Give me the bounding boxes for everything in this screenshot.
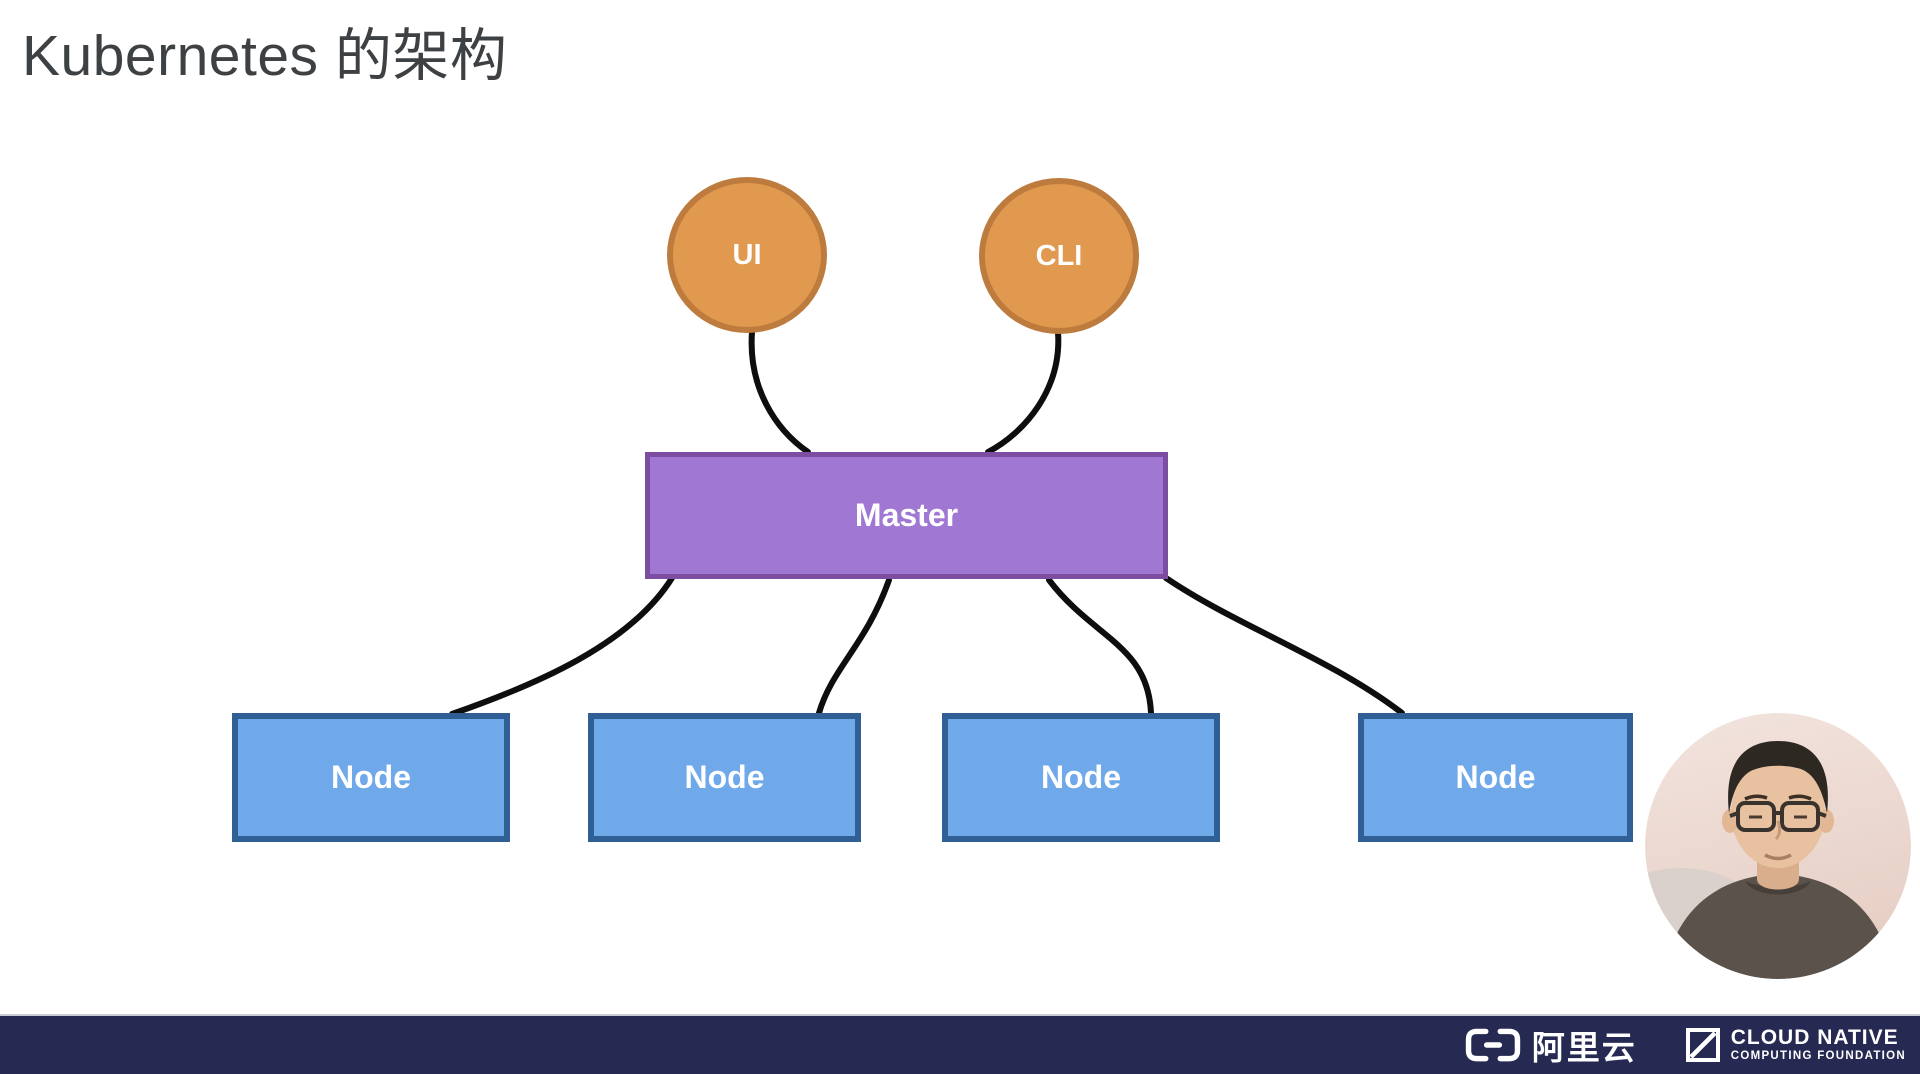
master-label: Master [854, 497, 959, 533]
ui-label: UI [732, 238, 762, 271]
diagram-node-master: Master [645, 452, 1168, 579]
edge-master-node4 [1163, 575, 1405, 716]
presenter-portrait-icon [1645, 713, 1911, 979]
diagram-node-worker-4: Node [1358, 713, 1633, 842]
diagram-node-worker-2: Node [588, 713, 861, 842]
node-label: Node [1455, 759, 1536, 795]
edge-master-node3 [1046, 577, 1154, 716]
edge-master-node2 [816, 577, 892, 716]
cncf-wordmark: CLOUD NATIVE COMPUTING FOUNDATION [1731, 1027, 1906, 1063]
cncf-name: CLOUD NATIVE [1730, 1026, 1899, 1050]
alibaba-cloud-label: 阿里云 [1531, 1029, 1637, 1066]
footer-bar: 阿里云 CLOUD NATIVE COMPUTING FOUNDATION [0, 1014, 1920, 1074]
edge-cli-master [985, 329, 1062, 455]
page-title: Kubernetes 的架构 [22, 24, 508, 88]
alibaba-cloud-logo: 阿里云 [1464, 1021, 1637, 1069]
cncf-logo: CLOUD NATIVE COMPUTING FOUNDATION [1685, 1027, 1906, 1063]
diagram-node-ui: UI [667, 177, 827, 333]
node-label: Node [1041, 759, 1121, 795]
node-label: Node [331, 759, 411, 795]
diagram-node-cli: CLI [979, 178, 1139, 334]
alibaba-cloud-icon [1465, 1028, 1520, 1062]
cli-label: CLI [1035, 239, 1083, 272]
cncf-subname: COMPUTING FOUNDATION [1730, 1050, 1906, 1063]
edge-ui-master [748, 329, 811, 455]
node-label: Node [684, 759, 765, 795]
cncf-icon [1685, 1028, 1720, 1062]
webcam-avatar [1645, 713, 1911, 979]
diagram-node-worker-1: Node [232, 713, 510, 842]
diagram-node-worker-3: Node [942, 713, 1220, 842]
edge-master-node1 [449, 575, 675, 717]
